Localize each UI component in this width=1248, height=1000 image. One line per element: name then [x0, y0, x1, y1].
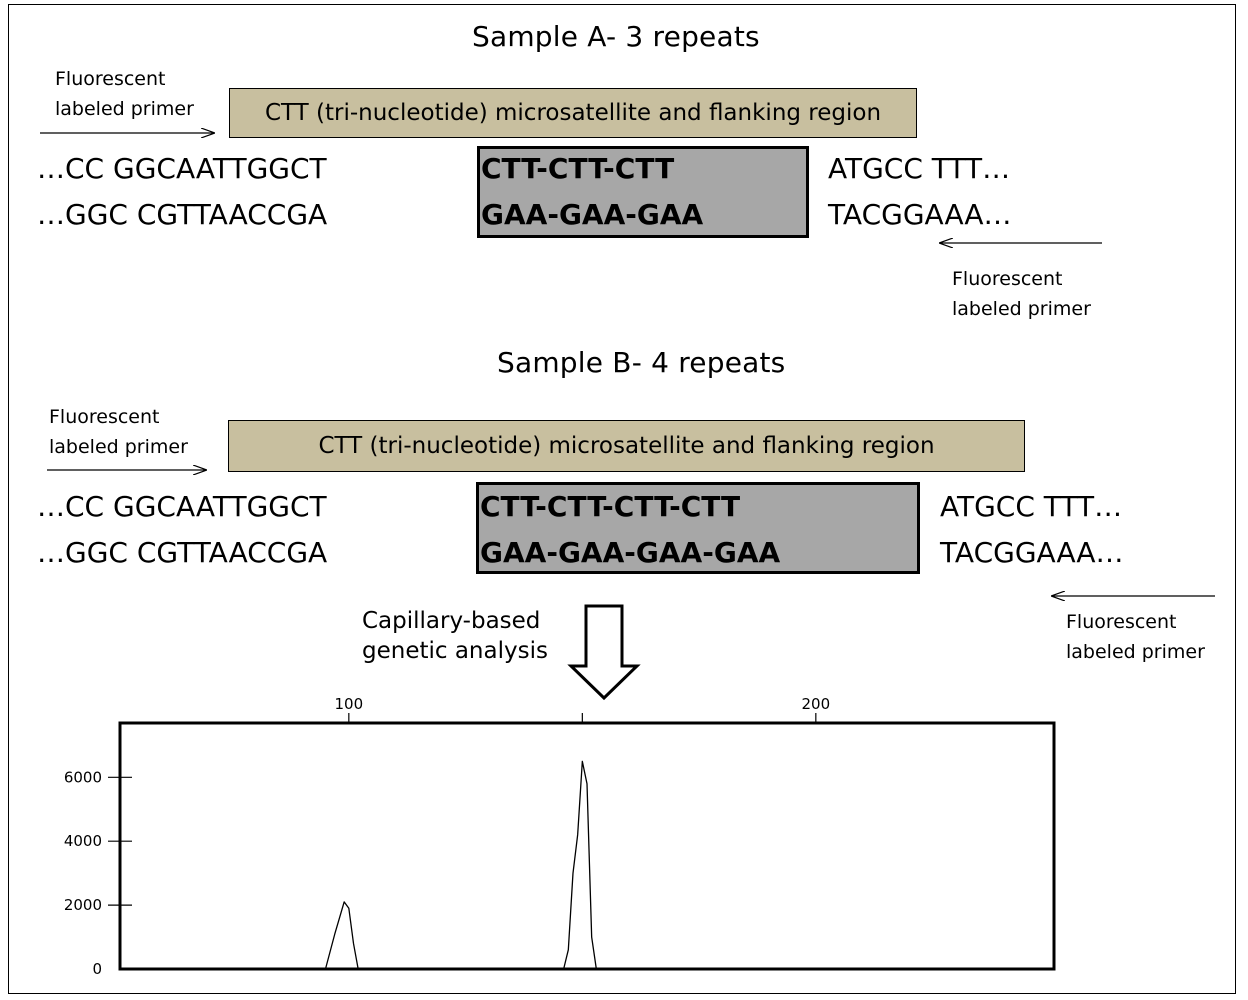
sample-a-top-repeat: CTT-CTT-CTT [481, 152, 675, 185]
figure-frame [8, 4, 1236, 994]
sample-a-bottom-left-seq: …GGC CGTTAACCGA [37, 198, 328, 231]
sample-b-top-right-seq: ATGCC TTT… [940, 490, 1123, 523]
y-tick-label: 0 [92, 960, 102, 978]
sample-a-bottom-right-seq: TACGGAAA… [828, 198, 1012, 231]
y-tick-label: 4000 [64, 832, 102, 850]
sample-a-banner: CTT (tri-nucleotide) microsatellite and … [229, 88, 917, 138]
sample-b-primer-right-label: Fluorescent labeled primer [1066, 611, 1205, 663]
sample-b-repeat-box [476, 482, 920, 574]
y-tick-label: 6000 [64, 768, 102, 786]
down-arrow-icon [567, 604, 641, 701]
sample-b-bottom-right-seq: TACGGAAA… [940, 536, 1124, 569]
sample-b-bottom-repeat: GAA-GAA-GAA-GAA [480, 536, 781, 569]
chart-frame [118, 721, 1056, 971]
peak-trace-1 [324, 901, 359, 970]
sample-a-top-right-seq: ATGCC TTT… [828, 152, 1011, 185]
sample-a-primer-left-label: Fluorescent labeled primer [55, 68, 194, 120]
x-tick-label: 200 [802, 695, 831, 713]
sample-b-title: Sample B- 4 repeats [497, 346, 786, 379]
sample-b-banner: CTT (tri-nucleotide) microsatellite and … [228, 420, 1025, 472]
sample-a-primer-right-label: Fluorescent labeled primer [952, 268, 1091, 320]
analysis-label: Capillary-based genetic analysis [362, 608, 548, 664]
sample-a-repeat-box [477, 146, 809, 238]
sample-a-bottom-repeat: GAA-GAA-GAA [481, 198, 704, 231]
x-tick-label: 100 [335, 695, 364, 713]
sample-b-top-repeat: CTT-CTT-CTT-CTT [480, 490, 741, 523]
y-tick-label: 2000 [64, 896, 102, 914]
peak-trace-2 [563, 760, 597, 970]
sample-b-top-left-seq: …CC GGCAATTGGCT [37, 490, 327, 523]
sample-a-top-left-seq: …CC GGCAATTGGCT [37, 152, 327, 185]
sample-b-primer-left-label: Fluorescent labeled primer [49, 406, 188, 458]
sample-a-title: Sample A- 3 repeats [472, 20, 760, 53]
sample-b-bottom-left-seq: …GGC CGTTAACCGA [37, 536, 328, 569]
